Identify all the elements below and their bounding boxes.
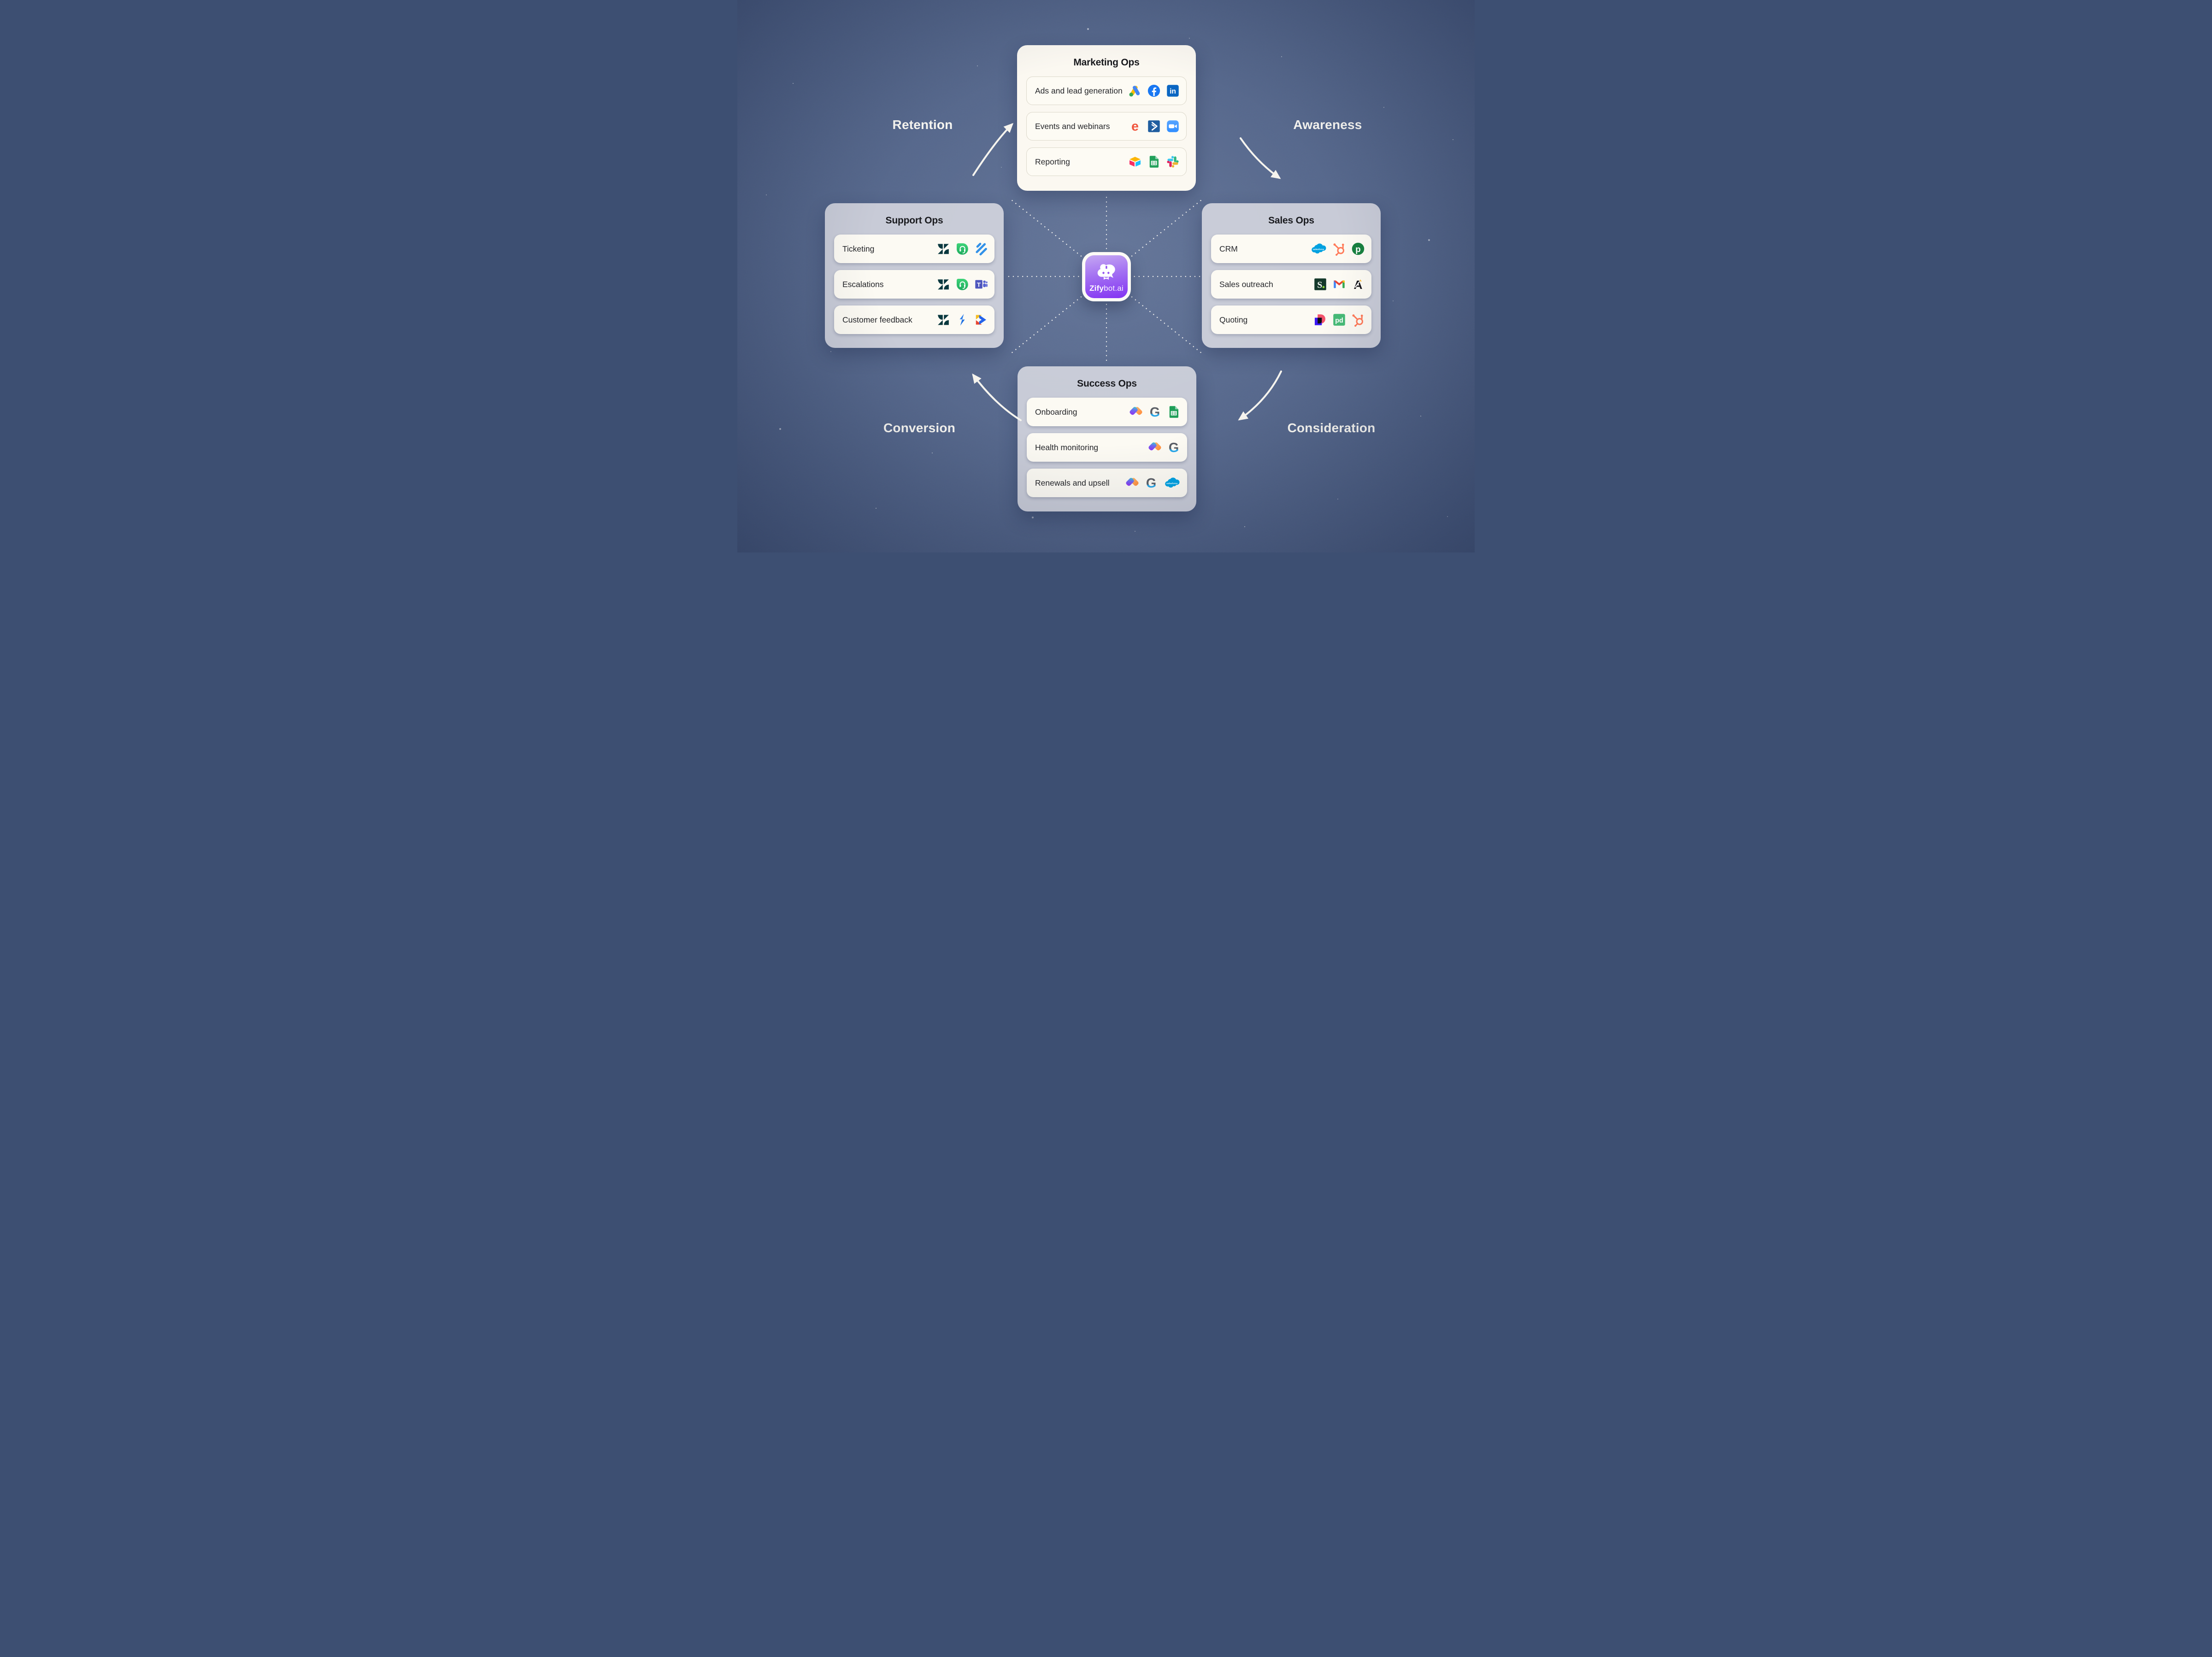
card-title: Success Ops xyxy=(1077,378,1137,389)
brand-bold: Zify xyxy=(1089,283,1104,293)
salesforce-icon xyxy=(1310,243,1327,255)
google-sheets-icon xyxy=(1147,155,1161,169)
airtable-icon xyxy=(1128,155,1142,169)
zifybot-logo-tile: Zifybot.ai xyxy=(1085,255,1128,298)
funnel-diagram: in e xyxy=(737,0,1475,552)
zendesk-icon xyxy=(936,313,950,327)
dealhub-icon xyxy=(1313,313,1327,327)
row-label: CRM xyxy=(1219,244,1238,253)
microsoft-teams-icon xyxy=(974,277,988,291)
row-escalations: Escalations xyxy=(834,270,994,299)
g-letter-icon xyxy=(1144,476,1158,490)
row-health-monitoring: Health monitoring xyxy=(1027,433,1187,462)
card-title: Sales Ops xyxy=(1268,215,1314,226)
success-ops-card: Success Ops Onboarding Health monitoring… xyxy=(1018,366,1196,511)
zoom-icon xyxy=(1166,119,1180,133)
zifybot-logo: Zifybot.ai xyxy=(1082,252,1131,301)
row-label: Onboarding xyxy=(1035,407,1077,417)
row-quoting: Quoting xyxy=(1211,306,1371,334)
row-sales-outreach: Sales outreach xyxy=(1211,270,1371,299)
stage-label-retention: Retention xyxy=(892,118,953,132)
google-ads-icon xyxy=(1128,84,1142,98)
activecampaign-icon xyxy=(1147,119,1161,133)
row-renewals-and-upsell: Renewals and upsell xyxy=(1027,469,1187,497)
vitally-icon xyxy=(1148,441,1162,454)
helpscout-icon xyxy=(974,242,988,256)
facebook-icon xyxy=(1147,84,1161,98)
row-ads-and-lead-generation: Ads and lead generation xyxy=(1026,76,1187,105)
arrow-awareness xyxy=(1240,137,1281,179)
card-title: Marketing Ops xyxy=(1073,57,1140,68)
arrow-conversion xyxy=(972,373,1022,421)
pipedrive-icon xyxy=(1351,242,1365,256)
row-reporting: Reporting xyxy=(1026,147,1187,176)
jira-icon xyxy=(955,313,969,327)
sales-ops-card: Sales Ops CRM Sales outreach Quoti xyxy=(1202,203,1381,348)
row-label: Events and webinars xyxy=(1035,121,1110,131)
productboard-icon xyxy=(974,313,988,327)
row-label: Ticketing xyxy=(842,244,875,253)
arrow-consideration xyxy=(1238,370,1282,421)
gmail-icon xyxy=(1332,277,1346,291)
row-events-and-webinars: Events and webinars xyxy=(1026,112,1187,141)
hubspot-icon xyxy=(1351,313,1365,327)
linkedin-icon xyxy=(1166,84,1180,98)
stage-label-consideration: Consideration xyxy=(1287,421,1376,435)
brand-rest: bot.ai xyxy=(1104,283,1124,293)
row-label: Quoting xyxy=(1219,315,1248,324)
row-crm: CRM xyxy=(1211,235,1371,263)
support-ops-card: Support Ops Ticketing Escalations xyxy=(825,203,1004,348)
row-label: Escalations xyxy=(842,279,884,289)
row-customer-feedback: Customer feedback xyxy=(834,306,994,334)
freshdesk-icon xyxy=(955,277,969,291)
brand-wordmark: Zifybot.ai xyxy=(1089,284,1124,292)
zendesk-icon xyxy=(936,277,950,291)
stage-label-conversion: Conversion xyxy=(883,421,956,435)
row-label: Customer feedback xyxy=(842,315,912,324)
row-label: Ads and lead generation xyxy=(1035,86,1123,95)
vitally-icon xyxy=(1125,476,1139,490)
freshdesk-icon xyxy=(955,242,969,256)
hubspot-icon xyxy=(1332,242,1346,256)
g-letter-icon xyxy=(1148,405,1162,419)
row-ticketing: Ticketing xyxy=(834,235,994,263)
salesforce-icon xyxy=(1163,477,1181,489)
row-label: Sales outreach xyxy=(1219,279,1273,289)
eventbrite-icon xyxy=(1128,119,1142,133)
stage-label-awareness: Awareness xyxy=(1293,118,1362,132)
pandadoc-icon xyxy=(1332,313,1346,327)
card-title: Support Ops xyxy=(885,215,943,226)
slack-icon xyxy=(1166,155,1180,169)
vitally-icon xyxy=(1129,405,1143,419)
arrow-retention xyxy=(972,123,1014,176)
zendesk-icon xyxy=(936,242,950,256)
g-letter-icon xyxy=(1167,441,1181,454)
row-label: Health monitoring xyxy=(1035,442,1099,452)
row-label: Renewals and upsell xyxy=(1035,478,1110,488)
marketing-ops-card: Marketing Ops Ads and lead generation Ev… xyxy=(1017,45,1196,191)
row-onboarding: Onboarding xyxy=(1027,398,1187,426)
row-label: Reporting xyxy=(1035,157,1070,166)
robot-icon xyxy=(1096,263,1117,283)
google-sheets-icon xyxy=(1167,405,1181,419)
smartlead-icon xyxy=(1313,277,1327,291)
star-specks xyxy=(737,0,738,1)
apollo-icon xyxy=(1351,277,1365,291)
